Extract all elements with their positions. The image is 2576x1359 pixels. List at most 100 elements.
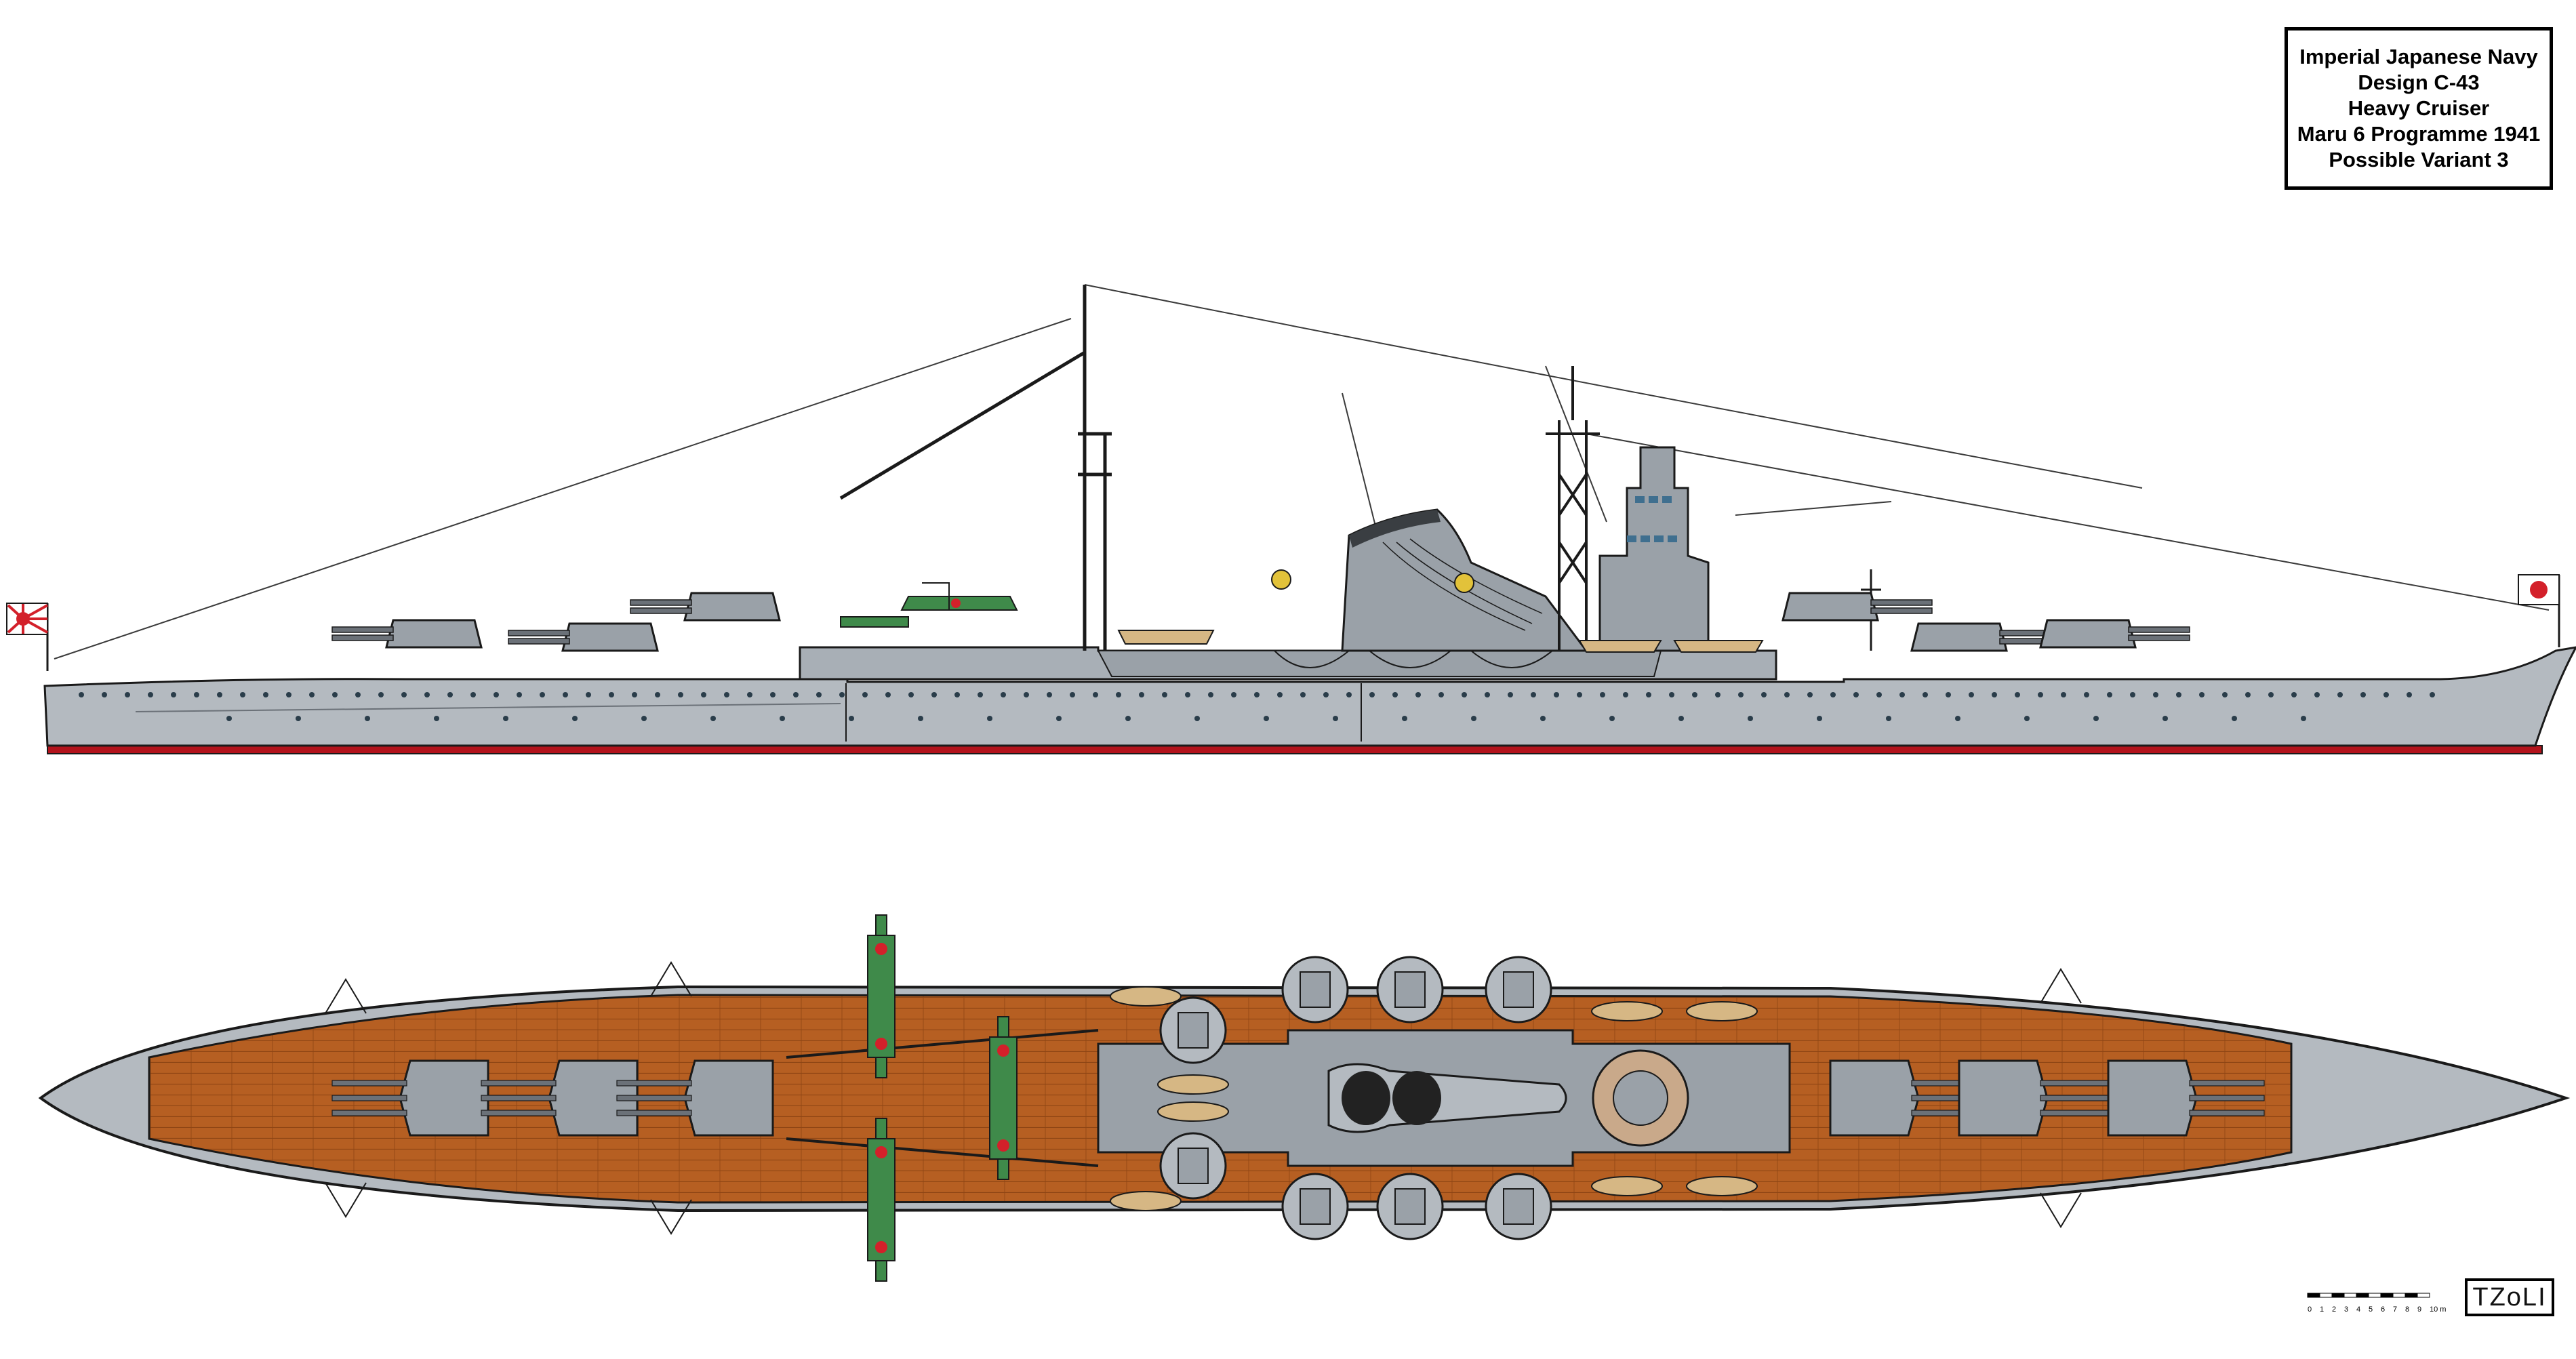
porthole — [434, 716, 439, 721]
rigging-wires — [54, 284, 2550, 660]
porthole — [2407, 692, 2412, 697]
scale-label: 10 m — [2430, 1305, 2447, 1314]
porthole — [2176, 692, 2181, 697]
catapult-rails — [786, 1029, 1099, 1167]
porthole — [1093, 692, 1098, 697]
porthole — [780, 716, 785, 721]
porthole — [2093, 716, 2099, 721]
scale-bar: 0 1 2 3 4 5 6 7 8 9 10 m — [2308, 1288, 2457, 1328]
porthole — [1047, 692, 1052, 697]
main-turret-profile — [1910, 622, 2061, 652]
funnel-plan — [1327, 1063, 1567, 1133]
porthole — [1577, 692, 1582, 697]
main-turret-profile — [630, 592, 781, 622]
porthole — [978, 692, 983, 697]
artist-signature: TZoLI — [2465, 1278, 2554, 1316]
porthole — [401, 692, 407, 697]
porthole — [517, 692, 522, 697]
ships-boat-plan — [1686, 1176, 1758, 1196]
porthole — [678, 692, 683, 697]
porthole — [365, 716, 370, 721]
scale-label: 7 — [2393, 1305, 2398, 1314]
main-turret-profile — [2039, 619, 2190, 649]
porthole — [1508, 692, 1513, 697]
porthole — [710, 716, 716, 721]
boats-plan — [1110, 986, 1758, 1211]
porthole — [1784, 692, 1790, 697]
hull-side — [43, 646, 2576, 747]
ships-boat-plan — [1110, 986, 1182, 1007]
porthole — [563, 692, 568, 697]
stern-ensign — [6, 603, 49, 671]
porthole — [1125, 716, 1131, 721]
boot-topping — [47, 745, 2543, 754]
porthole — [954, 692, 960, 697]
porthole — [2430, 692, 2435, 697]
plan-view — [38, 914, 2571, 1282]
ships-boat-plan — [1591, 1001, 1663, 1021]
porthole — [1853, 692, 1859, 697]
porthole — [918, 716, 923, 721]
main-turret-plan — [481, 1059, 639, 1137]
porthole — [1471, 716, 1476, 721]
porthole — [1946, 692, 1951, 697]
porthole — [2314, 692, 2320, 697]
porthole — [1969, 692, 1974, 697]
porthole — [296, 716, 301, 721]
porthole — [1540, 716, 1546, 721]
porthole — [1692, 692, 1697, 697]
porthole — [1139, 692, 1144, 697]
porthole — [1185, 692, 1190, 697]
foremast — [1546, 366, 1600, 651]
porthole — [494, 692, 499, 697]
porthole — [1876, 692, 1882, 697]
porthole — [747, 692, 752, 697]
porthole — [1669, 692, 1674, 697]
main-turret-plan — [2107, 1059, 2265, 1137]
scale-label: 2 — [2332, 1305, 2337, 1314]
porthole — [885, 692, 891, 697]
porthole — [447, 692, 453, 697]
porthole — [2360, 692, 2366, 697]
porthole — [1208, 692, 1213, 697]
porthole — [1531, 692, 1536, 697]
porthole — [1333, 716, 1338, 721]
porthole — [2162, 716, 2168, 721]
scale-label: 4 — [2356, 1305, 2361, 1314]
scale-label: 1 — [2320, 1305, 2325, 1314]
seaplane-plan — [989, 1016, 1018, 1180]
porthole — [2199, 692, 2205, 697]
porthole — [263, 692, 268, 697]
porthole — [171, 692, 176, 697]
porthole — [1761, 692, 1767, 697]
porthole — [1886, 716, 1891, 721]
scale-label: 5 — [2369, 1305, 2373, 1314]
main-turret-profile — [1782, 592, 1933, 622]
porthole — [2130, 692, 2135, 697]
porthole — [1323, 692, 1329, 697]
porthole — [470, 692, 476, 697]
porthole — [1748, 716, 1753, 721]
title-block: Imperial Japanese Navy Design C-43 Heavy… — [2285, 27, 2553, 190]
porthole — [2061, 692, 2066, 697]
porthole — [2084, 692, 2089, 697]
ships-boat-plan — [1110, 1191, 1182, 1211]
porthole — [1194, 716, 1200, 721]
porthole — [503, 716, 508, 721]
porthole — [1070, 692, 1075, 697]
porthole — [1554, 692, 1559, 697]
porthole — [1116, 692, 1121, 697]
plan-turrets — [331, 1059, 2265, 1137]
scale-bar-blocks — [2307, 1293, 2430, 1298]
porthole — [2337, 692, 2343, 697]
scale-label: 6 — [2381, 1305, 2386, 1314]
porthole — [1899, 692, 1905, 697]
porthole — [1024, 692, 1029, 697]
porthole — [1392, 692, 1398, 697]
seaplanes-plan — [867, 914, 1018, 1282]
porthole — [1992, 692, 1997, 697]
porthole — [987, 716, 992, 721]
porthole — [226, 716, 232, 721]
